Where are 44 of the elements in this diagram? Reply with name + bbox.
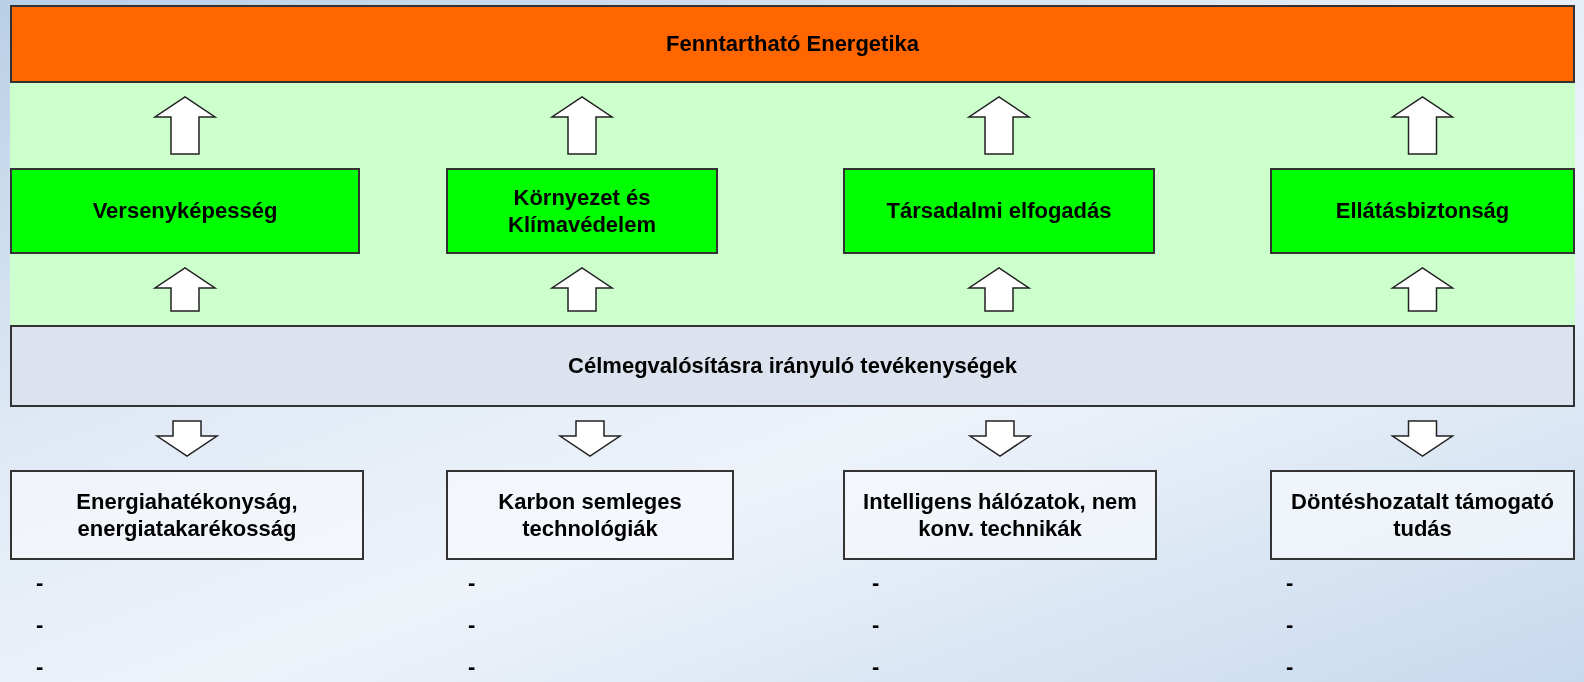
dash-bullet: - bbox=[468, 654, 476, 680]
dash-bullet: - bbox=[468, 570, 476, 596]
block-arrow bbox=[966, 267, 1032, 312]
block-arrow bbox=[152, 96, 218, 155]
dash-bullet: - bbox=[468, 612, 476, 638]
block-arrow bbox=[557, 420, 623, 457]
block-arrow bbox=[1390, 267, 1455, 312]
dash-bullet: - bbox=[1286, 570, 1294, 596]
field-box bbox=[10, 470, 364, 560]
block-arrow bbox=[1390, 420, 1455, 457]
box-text: Fenntartható Energetika bbox=[664, 30, 920, 58]
box-text: Célmegvalósításra irányuló tevékenységek bbox=[567, 352, 1018, 380]
block-arrow bbox=[154, 420, 220, 457]
field-box bbox=[1270, 470, 1575, 560]
dash-bullet: - bbox=[872, 654, 880, 680]
dash-bullet: - bbox=[872, 570, 880, 596]
dash-bullet: - bbox=[872, 612, 880, 638]
block-arrow bbox=[152, 267, 218, 312]
goal-box bbox=[1270, 168, 1575, 254]
title-banner bbox=[10, 5, 1575, 83]
block-arrow bbox=[549, 96, 615, 155]
box-text: Intelligens hálózatok, nem konv. technikák bbox=[862, 487, 1138, 543]
box-text: Energiahatékonyság, energiatakarékosság bbox=[75, 487, 299, 543]
block-arrow bbox=[549, 267, 615, 312]
field-box bbox=[843, 470, 1157, 560]
block-arrow bbox=[1390, 96, 1455, 155]
block-arrow bbox=[966, 96, 1032, 155]
box-text: Karbon semleges technológiák bbox=[497, 487, 683, 543]
goal-box bbox=[10, 168, 360, 254]
block-arrow bbox=[967, 420, 1033, 457]
box-text: Társadalmi elfogadás bbox=[885, 197, 1113, 225]
box-text: Döntéshozatalt támogató tudás bbox=[1290, 487, 1555, 543]
dash-bullet: - bbox=[36, 570, 44, 596]
box-text: Környezet és Klímavédelem bbox=[507, 183, 657, 239]
dash-bullet: - bbox=[1286, 654, 1294, 680]
dash-bullet: - bbox=[1286, 612, 1294, 638]
goal-box bbox=[446, 168, 718, 254]
field-box bbox=[446, 470, 734, 560]
box-text: Versenyképesség bbox=[91, 197, 279, 225]
goal-box bbox=[843, 168, 1155, 254]
activity-banner bbox=[10, 325, 1575, 407]
box-text: Ellátásbiztonság bbox=[1334, 197, 1511, 225]
dash-bullet: - bbox=[36, 654, 44, 680]
dash-bullet: - bbox=[36, 612, 44, 638]
